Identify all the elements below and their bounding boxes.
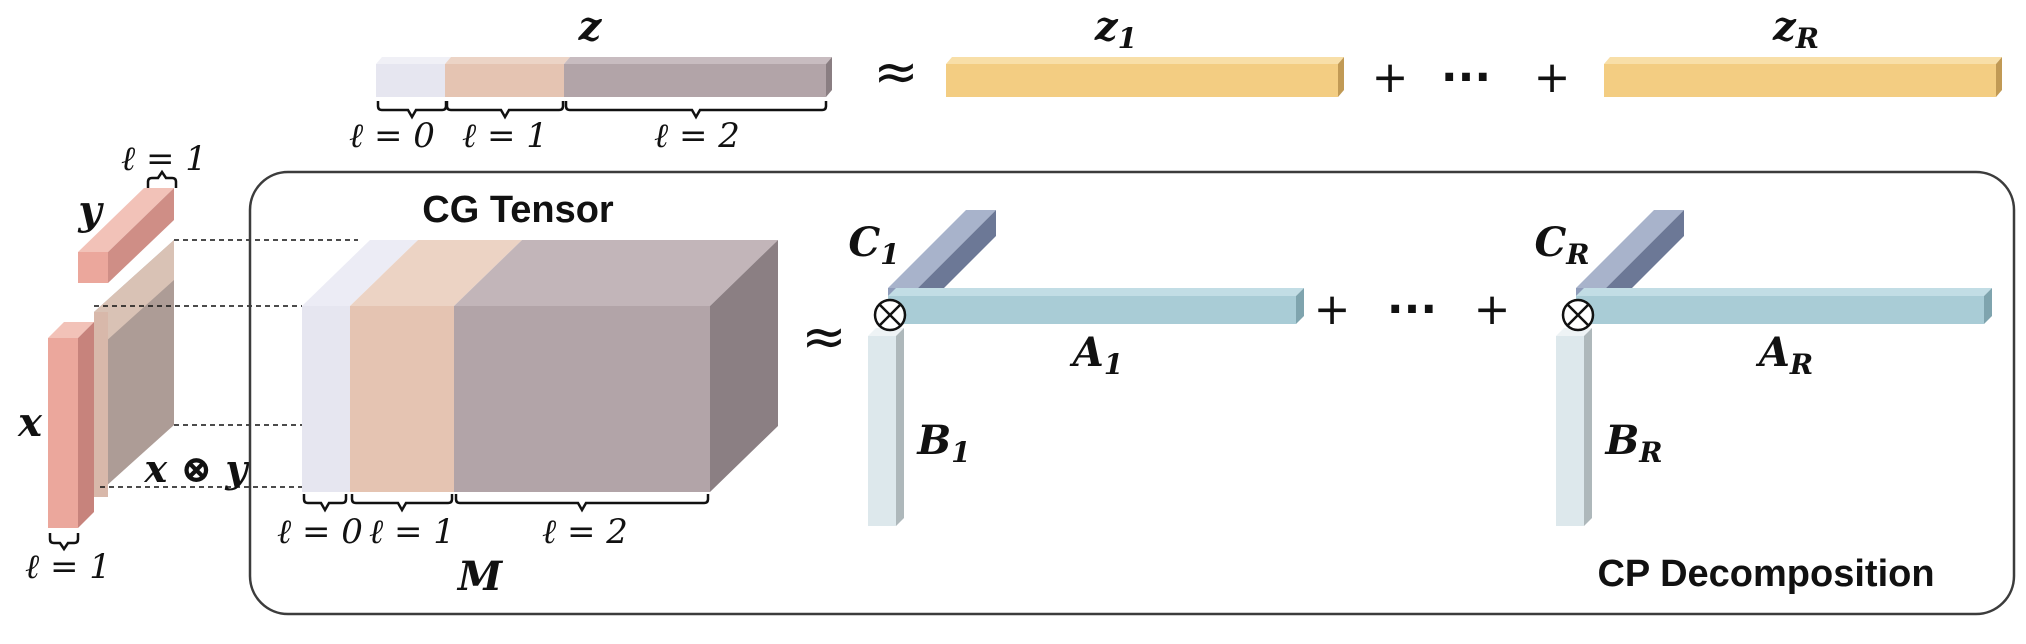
cg-segment-l1 xyxy=(350,306,454,492)
z-segment-l0 xyxy=(376,64,445,97)
cg-degree-0: ℓ = 0 xyxy=(277,512,363,552)
z-degree-2: ℓ = 2 xyxy=(654,116,740,156)
cg-tensor-label: M xyxy=(456,553,504,600)
y-vector xyxy=(78,188,174,283)
plus-panel-2: + xyxy=(1474,284,1511,335)
plus-top-1: + xyxy=(1372,52,1409,103)
otimes-r xyxy=(1561,298,1595,332)
factor-aR xyxy=(1576,288,1992,324)
plus-panel-1: + xyxy=(1314,284,1351,335)
approx-panel: ≈ xyxy=(801,305,846,368)
cp-term-1: C1 A1 B1 xyxy=(848,210,1304,526)
z-segment-l1 xyxy=(445,64,564,97)
z-degree-1: ℓ = 1 xyxy=(462,116,548,156)
factor-b1 xyxy=(868,328,904,526)
cg-cp-panel xyxy=(248,170,2016,616)
cg-tensor xyxy=(302,240,778,492)
z1-label: z1 xyxy=(1094,3,1137,55)
z1-vector xyxy=(946,57,1344,97)
otimes-1 xyxy=(873,298,907,332)
factor-a1 xyxy=(888,288,1304,324)
approx-top: ≈ xyxy=(873,40,918,103)
cg-segment-l2 xyxy=(454,306,710,492)
b1-label: B1 xyxy=(916,417,970,469)
c1-label: C1 xyxy=(848,219,899,271)
x-label: x xyxy=(17,399,43,446)
bR-label: BR xyxy=(1604,417,1662,469)
cg-degree-1: ℓ = 1 xyxy=(369,512,455,552)
y-brace xyxy=(146,169,178,188)
ellipsis-top: ··· xyxy=(1441,52,1491,103)
z-segment-l2 xyxy=(564,64,826,97)
z-vector xyxy=(376,57,832,97)
cg-segment-l0 xyxy=(302,306,350,492)
y-label: y xyxy=(77,187,104,234)
x-brace xyxy=(48,533,80,552)
cp-decomposition-title: CP Decomposition xyxy=(1597,553,1934,595)
cg-braces xyxy=(302,494,710,513)
cg-tensor-title: CG Tensor xyxy=(422,189,614,231)
aR-label: AR xyxy=(1755,329,1813,381)
x-vector xyxy=(48,322,94,528)
cg-degree-2: ℓ = 2 xyxy=(542,512,628,552)
y-degree: ℓ = 1 xyxy=(121,139,207,179)
factor-bR xyxy=(1556,328,1592,526)
z-degree-0: ℓ = 0 xyxy=(349,116,435,156)
z-braces xyxy=(376,101,828,120)
z-label: z xyxy=(578,3,603,50)
projection-lines xyxy=(94,239,358,488)
outer-product-slab xyxy=(94,240,174,497)
plus-top-2: + xyxy=(1534,52,1571,103)
cR-label: CR xyxy=(1534,219,1589,271)
zR-vector xyxy=(1604,57,2002,97)
zR-label: zR xyxy=(1772,3,1819,55)
cp-term-r: CR AR BR xyxy=(1534,210,1992,526)
outer-product-label: x ⊗ y xyxy=(143,446,250,491)
x-degree: ℓ = 1 xyxy=(25,547,111,587)
ellipsis-panel: ··· xyxy=(1387,284,1437,335)
a1-label: A1 xyxy=(1069,329,1124,381)
